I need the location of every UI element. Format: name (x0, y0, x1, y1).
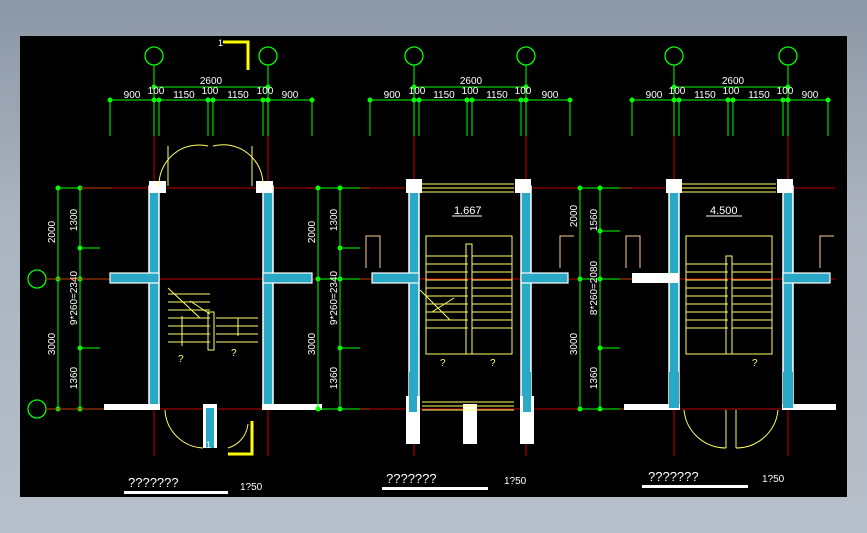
dim-text: 1150 (486, 90, 508, 101)
plan-scale: 1?50 (240, 482, 263, 493)
stair-mark: ? (440, 358, 446, 369)
dim-text: 3000 (47, 332, 58, 355)
dim-text: 100 (723, 86, 740, 97)
dim-text: 100 (515, 86, 532, 97)
plan-scale: 1?50 (762, 474, 785, 485)
dim-text: 3000 (569, 332, 580, 355)
section-mark (223, 40, 250, 70)
dim-text: 900 (542, 90, 559, 101)
plan-1: 2600 900 100 1150 100 1150 100 900 2000 … (27, 38, 322, 494)
dim-text: 1360 (69, 366, 80, 389)
axis-bubble (404, 46, 424, 66)
section-mark (228, 421, 254, 456)
dim-text: 100 (409, 86, 426, 97)
stair-mark: ? (178, 354, 184, 365)
dim-text: 1360 (589, 366, 600, 389)
dim-text: 2000 (569, 204, 580, 227)
dim-text: 1300 (69, 208, 80, 231)
dim-text: 1560 (589, 208, 600, 231)
axis-bubble (144, 46, 164, 66)
plan-scale: 1?50 (504, 476, 527, 487)
plan-title: ??????? (128, 475, 179, 490)
dim-text: 100 (257, 86, 274, 97)
dim-text: 1150 (748, 90, 770, 101)
dim-text: 8*260=2080 (589, 260, 600, 315)
dim-text: 100 (462, 86, 479, 97)
dim-text: 2000 (47, 220, 58, 243)
stair-plans-drawing: 2600 900 100 1150 100 1150 100 900 2000 … (27, 38, 836, 494)
dim-text: 9*260=2340 (69, 270, 80, 325)
dim-text: 900 (282, 90, 299, 101)
stair-mark: ? (490, 358, 496, 369)
dim-text: 900 (802, 90, 819, 101)
dim-text: 1150 (227, 90, 249, 101)
dim-text: 100 (202, 86, 219, 97)
axis-bubble (258, 46, 278, 66)
plan-title: ??????? (386, 471, 437, 486)
section-mark-text: 1 (218, 38, 223, 48)
plan-2: 2600 900 100 1150 100 1150 100 900 2000 … (307, 46, 580, 490)
axis-bubble (664, 46, 684, 66)
level-text: 1.667 (454, 205, 482, 217)
level-text: 4.500 (710, 205, 738, 217)
section-mark-text: 1 (206, 440, 211, 450)
plan-3: 2600 900 100 1150 100 1150 100 900 2000 … (569, 46, 836, 488)
dim-text: 2000 (307, 220, 318, 243)
plan-title: ??????? (648, 469, 699, 484)
drawing-canvas: 2600 900 100 1150 100 1150 100 900 2000 … (20, 36, 847, 497)
dim-text: 1300 (329, 208, 340, 231)
dim-text: 900 (124, 90, 141, 101)
dim-text: 100 (777, 86, 794, 97)
dim-text: 1150 (694, 90, 716, 101)
axis-bubble (778, 46, 798, 66)
axis-bubble (27, 269, 47, 289)
axis-bubble (516, 46, 536, 66)
dim-total-text: 2600 (460, 76, 483, 87)
dim-text: 3000 (307, 332, 318, 355)
dim-total-text: 2600 (200, 76, 223, 87)
stair-mark: ? (231, 348, 237, 359)
dim-text: 1150 (173, 90, 195, 101)
axis-bubble (27, 399, 47, 419)
dim-text: 900 (384, 90, 401, 101)
dim-text: 9*260=2340 (329, 270, 340, 325)
dim-text: 1360 (329, 366, 340, 389)
dim-total-text: 2600 (722, 76, 745, 87)
dim-text: 1150 (433, 90, 455, 101)
dim-text: 100 (669, 86, 686, 97)
dim-text: 100 (148, 86, 165, 97)
dim-text: 900 (646, 90, 663, 101)
stair-mark: ? (752, 358, 758, 369)
